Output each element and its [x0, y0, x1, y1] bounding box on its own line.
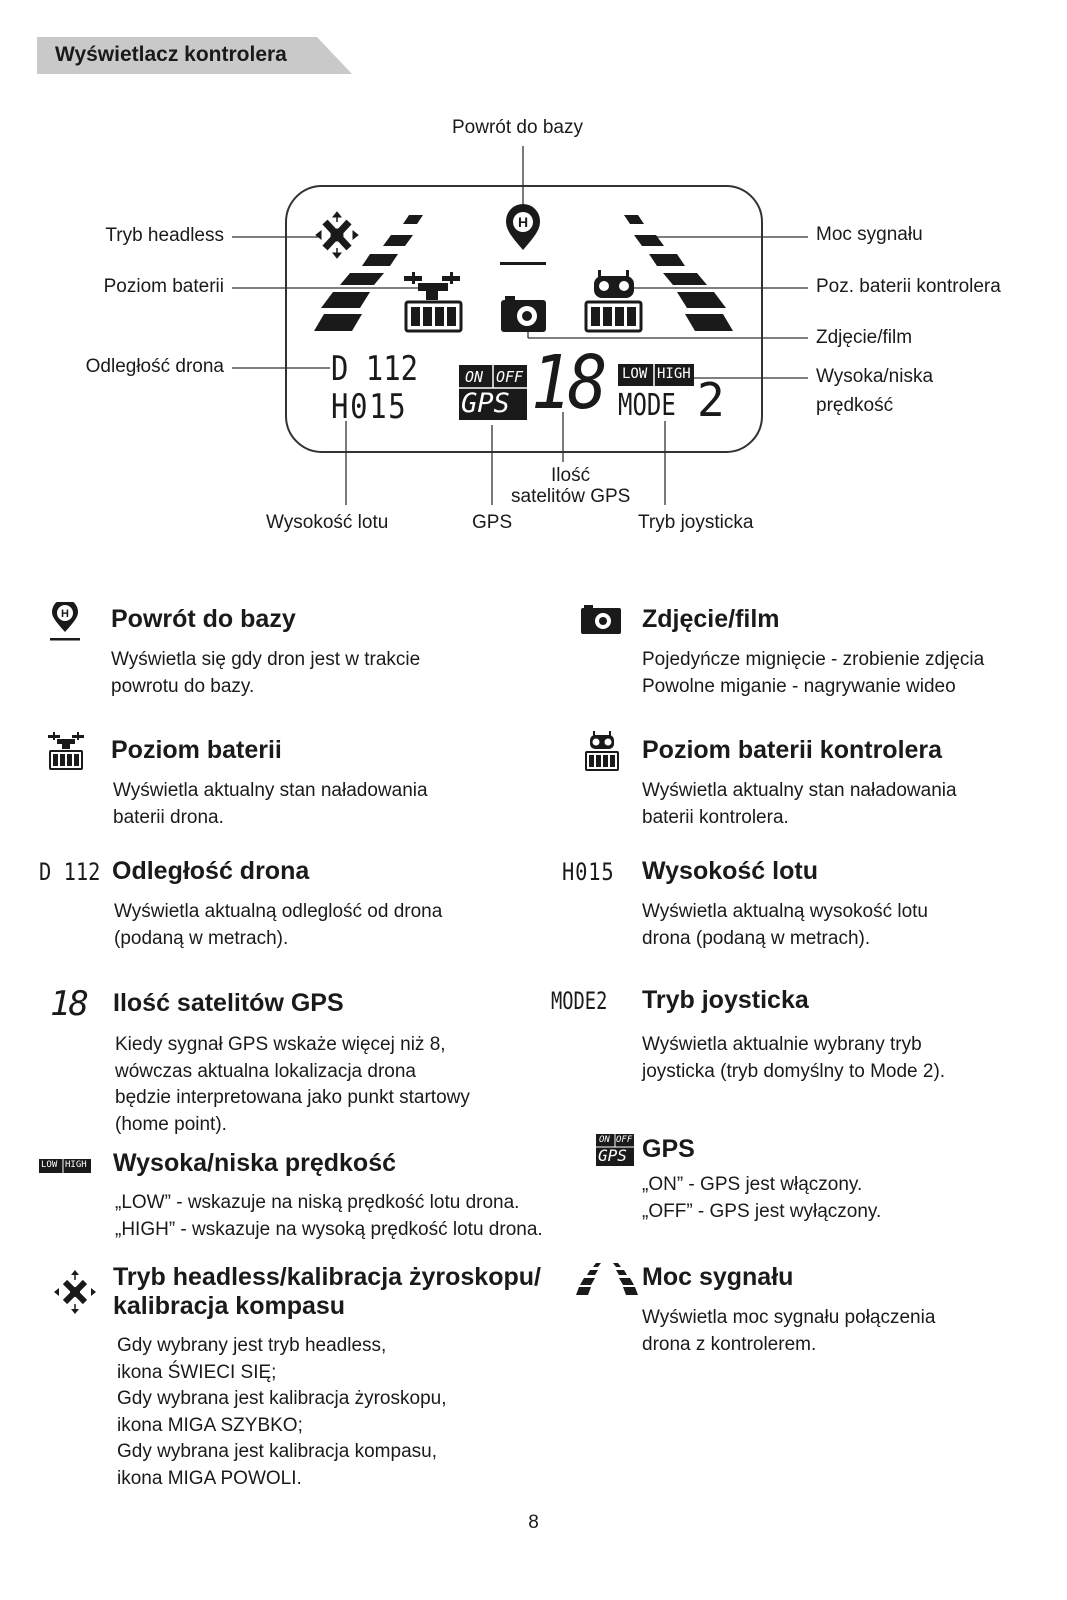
- speed-lcd-block: [618, 364, 694, 386]
- lcd-high: HIGH: [657, 366, 691, 382]
- gps-title: GPS: [642, 1135, 695, 1163]
- label-ctrl-battery: Poz. baterii kontrolera: [816, 276, 1001, 297]
- headless-icon: [54, 1270, 96, 1314]
- lcd-on: ON: [465, 368, 484, 386]
- label-gps: GPS: [472, 512, 513, 533]
- label-speed-line1: Wysoka/niska: [816, 366, 934, 387]
- headless-title-line1: Tryb headless/kalibracja żyroskopu/: [113, 1263, 541, 1291]
- drone-battery-icon: [48, 732, 84, 770]
- altitude-desc: Wyświetla aktualną wysokość lotu drona (…: [642, 901, 929, 949]
- battery-title: Poziom baterii: [111, 736, 282, 764]
- satellites-icon: 18: [50, 984, 89, 1024]
- section-header-tab: Wyświetlacz kontrolera: [37, 37, 352, 74]
- label-joystick: Tryb joysticka: [638, 512, 754, 533]
- controller-battery-lcd-icon: [584, 270, 643, 333]
- svg-text:H: H: [61, 608, 69, 620]
- gps-icon-off: OFF: [616, 1135, 633, 1145]
- diagram-graphics: H: [232, 146, 808, 505]
- signal-title: Moc sygnału: [642, 1263, 794, 1291]
- drone-battery-lcd-icon: [404, 272, 463, 333]
- headless-desc: Gdy wybrany jest tryb headless, ikona ŚW…: [117, 1335, 447, 1489]
- controller-battery-icon: [585, 731, 619, 771]
- signal-desc: Wyświetla moc sygnału połączenia drona z…: [642, 1307, 936, 1355]
- joystick-icon: MODE2: [551, 987, 608, 1015]
- lcd-mode-value: 2: [697, 373, 725, 427]
- label-rth: Powrót do bazy: [452, 117, 583, 138]
- label-speed-line2: prędkość: [816, 395, 894, 416]
- lcd-height-value: H015: [331, 387, 408, 427]
- altitude-icon: H015: [562, 858, 615, 886]
- camera-lcd-icon: [501, 296, 546, 332]
- distance-icon: D 112: [39, 858, 101, 886]
- distance-desc: Wyświetla aktualną odleglość od drona (p…: [114, 901, 443, 949]
- speed-icon-high: HIGH: [65, 1160, 87, 1170]
- rth-desc: Wyświetla się gdy dron jest w trakcie po…: [111, 649, 421, 697]
- lcd-satellites: 18: [531, 340, 608, 426]
- label-sat-line1: Ilość: [551, 465, 591, 486]
- header-tab-shape: [37, 37, 352, 74]
- photo-desc: Pojedyńcze mignięcie - zrobienie zdjęcia…: [642, 649, 985, 697]
- lcd-mode: MODE: [618, 388, 676, 423]
- gps-desc: „ON” - GPS jest włączony. „OFF” - GPS je…: [642, 1174, 882, 1222]
- label-distance: Odległość drona: [85, 356, 224, 377]
- gps-lcd-block: [459, 365, 527, 420]
- page-number: 8: [528, 1512, 539, 1533]
- signal-strength-icon: [576, 1263, 638, 1295]
- lcd-gps: GPS: [461, 388, 510, 419]
- gps-icon: [596, 1134, 634, 1166]
- satellites-desc: Kiedy sygnał GPS wskaże więcej niż 8, wó…: [115, 1034, 470, 1135]
- lcd-outline: [285, 185, 763, 453]
- battery-desc: Wyświetla aktualny stan naładowania bate…: [113, 780, 428, 828]
- lcd-off: OFF: [496, 368, 524, 386]
- header-title: Wyświetlacz kontrolera: [55, 43, 287, 66]
- label-sat-line2: satelitów GPS: [511, 486, 631, 507]
- label-photo: Zdjęcie/film: [816, 327, 913, 348]
- controller-display-diagram: H: [0, 0, 1067, 560]
- headless-lcd-icon: [315, 211, 359, 259]
- lcd-low: LOW: [622, 366, 648, 382]
- distance-title: Odległość drona: [112, 857, 310, 885]
- gps-icon-on: ON: [599, 1135, 610, 1145]
- speed-title: Wysoka/niska prędkość: [113, 1149, 397, 1177]
- lcd-distance-value: D 112: [331, 349, 419, 389]
- rth-lcd-icon: H: [500, 204, 546, 265]
- svg-text:H: H: [518, 214, 528, 230]
- signal-bars-right: [624, 215, 733, 331]
- camera-icon: [581, 605, 621, 634]
- label-altitude: Wysokość lotu: [266, 512, 389, 533]
- rth-icon: H: [50, 602, 80, 641]
- signal-bars-left: [314, 215, 423, 331]
- ctrl-battery-desc: Wyświetla aktualny stan naładowania bate…: [642, 780, 957, 828]
- joystick-title: Tryb joysticka: [642, 986, 809, 1014]
- speed-icon-low: LOW: [41, 1160, 58, 1170]
- gps-icon-text: GPS: [598, 1146, 627, 1165]
- label-battery: Poziom baterii: [103, 276, 224, 297]
- label-signal: Moc sygnału: [816, 224, 923, 245]
- altitude-title: Wysokość lotu: [642, 857, 818, 885]
- ctrl-battery-title: Poziom baterii kontrolera: [642, 736, 943, 764]
- satellites-title: Ilość satelitów GPS: [113, 989, 344, 1017]
- joystick-desc: Wyświetla aktualnie wybrany tryb joystic…: [642, 1034, 946, 1082]
- headless-title-line2: kalibracja kompasu: [113, 1292, 346, 1320]
- photo-title: Zdjęcie/film: [642, 605, 780, 633]
- rth-title: Powrót do bazy: [111, 605, 296, 633]
- speed-icon: [39, 1159, 91, 1173]
- label-headless: Tryb headless: [105, 225, 224, 246]
- speed-desc: „LOW” - wskazuje na niską prędkość lotu …: [115, 1192, 543, 1240]
